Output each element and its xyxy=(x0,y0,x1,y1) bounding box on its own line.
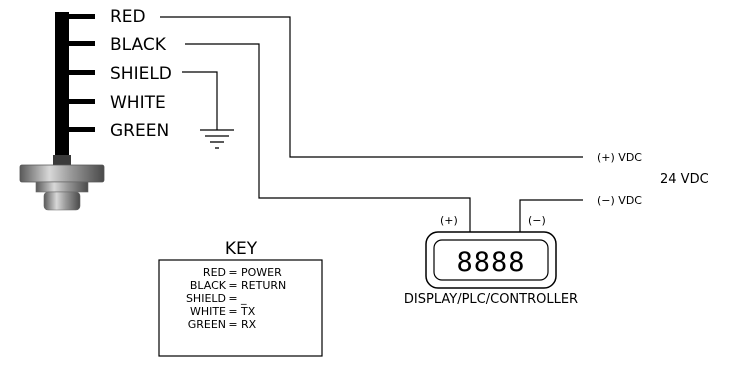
display-readout: 8888 xyxy=(456,247,525,278)
key-row-equals: = xyxy=(228,318,237,331)
supply-minus-label: (−) VDC xyxy=(597,194,642,207)
display-window xyxy=(433,239,549,281)
supply-voltage-label: 24 VDC xyxy=(660,172,709,187)
key-rows: RED=POWERBLACK=RETURNSHIELD=_WHITE=TXGRE… xyxy=(186,266,286,331)
key-row-meaning: RX xyxy=(241,318,257,331)
key-row-name: RED xyxy=(203,266,226,279)
key-title: KEY xyxy=(225,239,258,259)
key-box xyxy=(158,259,323,357)
key-row-equals: = xyxy=(228,279,237,292)
lead-black xyxy=(69,41,95,46)
display-plus-terminal: (+) xyxy=(440,214,458,227)
wire-label-white: WHITE xyxy=(110,93,166,113)
wire-black xyxy=(185,43,471,232)
wire-label-black: BLACK xyxy=(110,35,167,55)
lead-white xyxy=(69,99,95,104)
wire-shield xyxy=(182,71,218,130)
key-row-equals: = xyxy=(228,305,237,318)
ground-icon xyxy=(200,129,234,149)
wire-red xyxy=(160,16,583,158)
key-row-meaning: _ xyxy=(240,292,247,305)
cable-trunk xyxy=(55,12,69,157)
display-minus-terminal: (−) xyxy=(528,214,546,227)
display-label: DISPLAY/PLC/CONTROLLER xyxy=(404,292,578,307)
key-row-equals: = xyxy=(228,292,237,305)
key-row-name: GREEN xyxy=(188,318,226,331)
lead-red xyxy=(69,14,95,19)
key-row-name: SHIELD xyxy=(186,292,226,305)
key-row-name: WHITE xyxy=(190,305,226,318)
wire-label-red: RED xyxy=(110,7,146,27)
key-row-meaning: POWER xyxy=(241,266,282,279)
lead-shield xyxy=(69,70,95,75)
key-row-equals: = xyxy=(228,266,237,279)
wire-label-shield: SHIELD xyxy=(110,64,172,84)
sensor-body xyxy=(19,155,105,211)
key-row-name: BLACK xyxy=(190,279,227,292)
lead-green xyxy=(69,127,95,132)
supply-plus-label: (+) VDC xyxy=(597,151,642,164)
wire-negative xyxy=(519,199,583,232)
key-row-meaning: RETURN xyxy=(241,279,286,292)
wire-label-green: GREEN xyxy=(110,121,169,141)
key-row-meaning: TX xyxy=(240,305,256,318)
